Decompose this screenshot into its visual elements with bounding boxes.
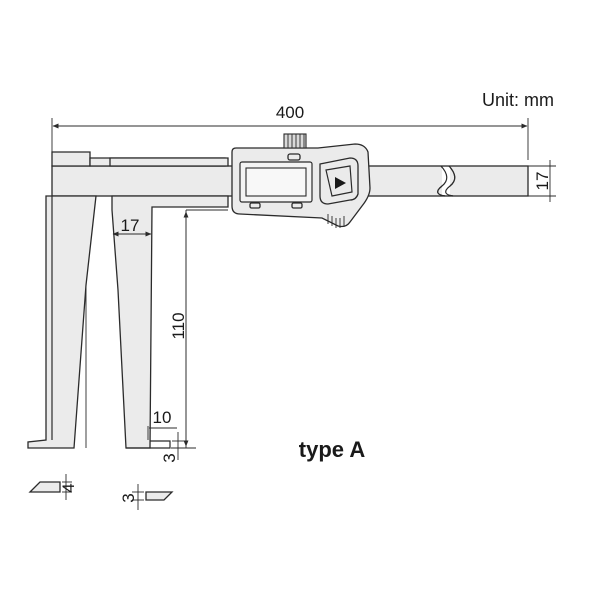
overall-length-label: 400 — [276, 103, 304, 122]
unit-label: Unit: mm — [482, 90, 554, 110]
jaw-length-dimension: 110 — [169, 209, 228, 449]
tip-width-label: 10 — [153, 408, 172, 427]
jaw-width-label: 17 — [121, 216, 140, 235]
left-small-button[interactable] — [249, 202, 261, 209]
tip-height-dimension: 3 — [160, 432, 184, 463]
jaw-width-dimension: 17 — [112, 216, 152, 237]
type-label: type A — [299, 437, 366, 462]
top-button[interactable] — [287, 153, 301, 161]
right-small-button[interactable] — [291, 202, 303, 209]
overall-length-dimension: 400 — [51, 103, 529, 160]
roller-teeth — [327, 214, 345, 228]
tip-height-label: 3 — [160, 453, 179, 462]
outer-tip-detail: 4 — [28, 474, 78, 500]
inner-tip-detail: 3 — [119, 484, 174, 510]
outer-tip-thickness-label: 4 — [59, 483, 78, 492]
beam-height-dimension: 17 — [528, 160, 556, 202]
play-triangle-icon[interactable] — [335, 177, 346, 189]
thumbwheel-icon[interactable] — [283, 133, 307, 149]
tip-width-dimension: 10 — [147, 408, 177, 440]
slider-body — [231, 133, 371, 228]
inner-tip-thickness-label: 3 — [119, 493, 138, 502]
beam-height-label: 17 — [533, 172, 552, 191]
lcd-screen — [245, 167, 307, 197]
movable-jaw — [109, 157, 229, 449]
jaw-length-label: 110 — [169, 312, 188, 339]
